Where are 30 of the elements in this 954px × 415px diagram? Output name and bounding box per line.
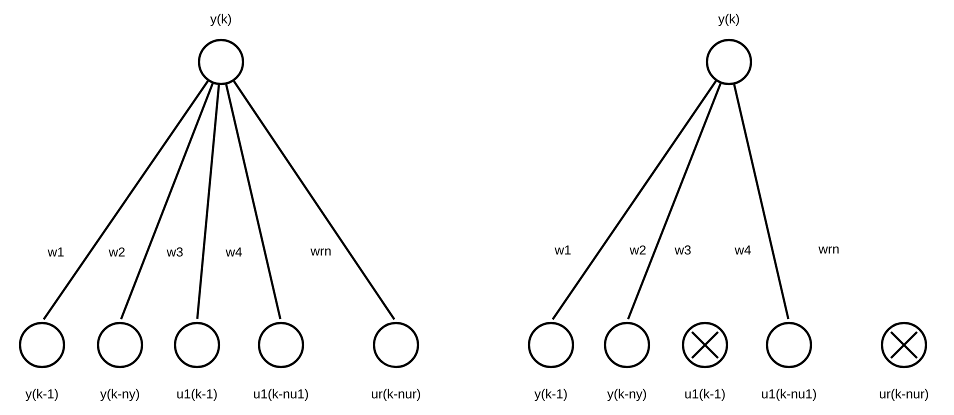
- connection-line: [552, 80, 717, 320]
- edge-label: w2: [108, 246, 126, 258]
- connection-line: [120, 83, 214, 320]
- node-label: y(k): [718, 14, 740, 26]
- node-label: u1(k-nu1): [254, 388, 308, 402]
- edge-label: w2: [628, 244, 648, 256]
- edge-label: w1: [46, 246, 66, 258]
- edge-label: wrn: [310, 248, 332, 256]
- node-label: ur(k-nur): [880, 388, 928, 402]
- edge-label: w3: [166, 246, 184, 258]
- edge-label: w1: [554, 244, 572, 256]
- connection-line: [196, 84, 220, 319]
- node-label: y(k-ny): [100, 388, 140, 402]
- node-label: y(k-ny): [607, 388, 646, 402]
- weight-label: wrn: [818, 246, 839, 254]
- node-label: u1(k-nu1): [762, 388, 816, 402]
- connection-line: [627, 83, 722, 320]
- node-label: y(k-1): [534, 388, 567, 402]
- node-label: u1(k-1): [177, 388, 217, 402]
- connection-line: [225, 84, 282, 320]
- node-label: ur(k-nur): [372, 388, 420, 402]
- node-label: u1(k-1): [685, 388, 725, 402]
- node-label: y(k-1): [25, 388, 58, 402]
- node-label: y(k): [210, 14, 232, 26]
- connection-line: [233, 80, 396, 320]
- edge-label: w4: [734, 244, 752, 256]
- edge-label: w4: [224, 246, 244, 258]
- connection-line: [42, 80, 209, 320]
- connection-line: [733, 84, 790, 320]
- weight-label: w3: [674, 245, 691, 255]
